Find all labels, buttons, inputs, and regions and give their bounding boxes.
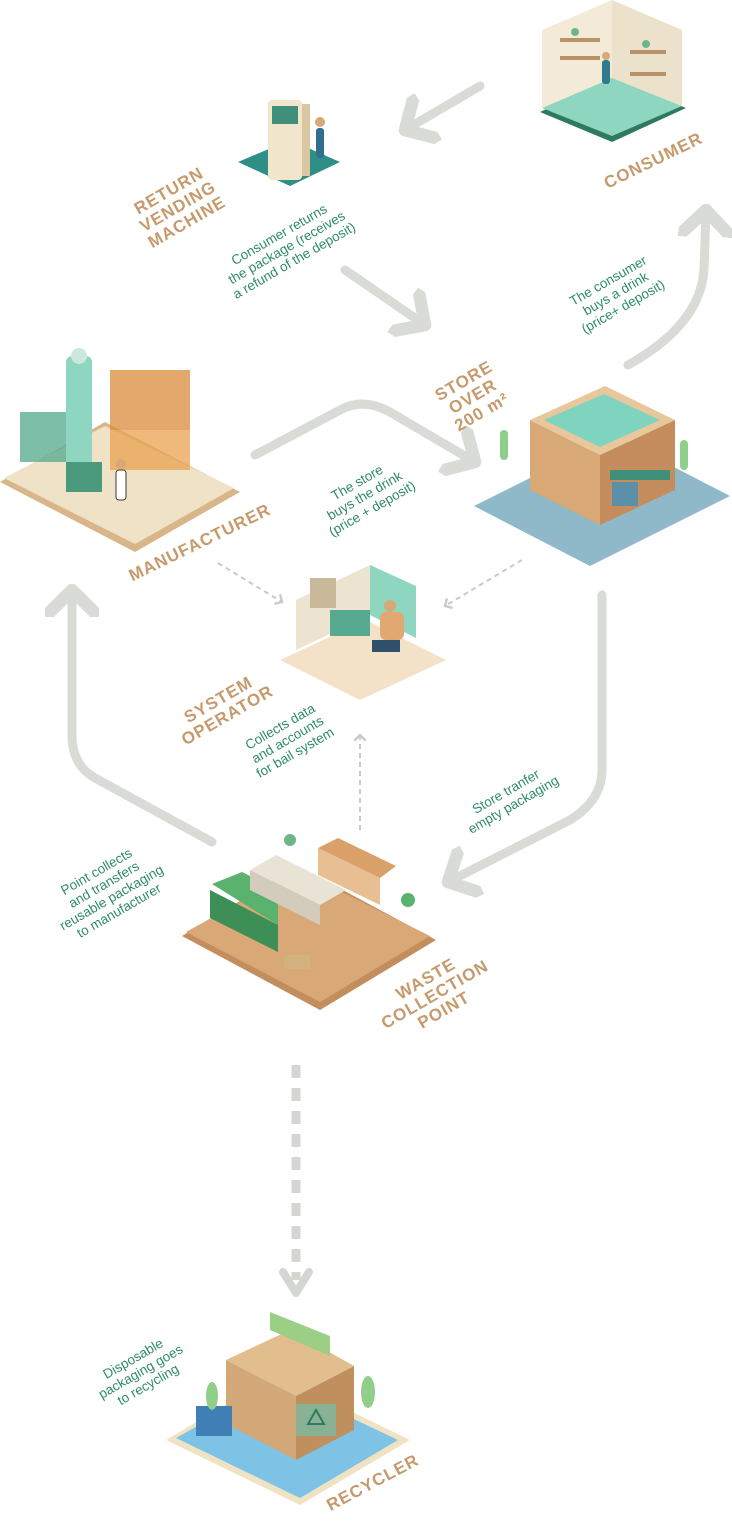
store-illustration <box>474 386 730 566</box>
vending-machine-illustration <box>238 100 340 186</box>
arrow-vending-to-store <box>340 265 425 325</box>
waste-collection-illustration <box>182 834 436 1010</box>
recycler-illustration <box>166 1312 410 1505</box>
arrow-store-to-waste <box>448 590 607 882</box>
dashed-arrow-store-to-operator <box>445 559 523 606</box>
arrow-manufacturer-to-store <box>250 399 475 462</box>
manufacturer-illustration <box>0 348 240 552</box>
arrow-store-to-consumer <box>623 210 706 370</box>
arrow-consumer-to-vending <box>405 81 485 130</box>
operator-illustration <box>280 565 446 700</box>
recycler-arrow-head <box>279 1268 313 1297</box>
consumer-illustration <box>540 0 686 142</box>
arrow-waste-to-manufacturer <box>72 590 217 847</box>
dashed-arrow-manufacturer-to-operator <box>217 562 282 602</box>
